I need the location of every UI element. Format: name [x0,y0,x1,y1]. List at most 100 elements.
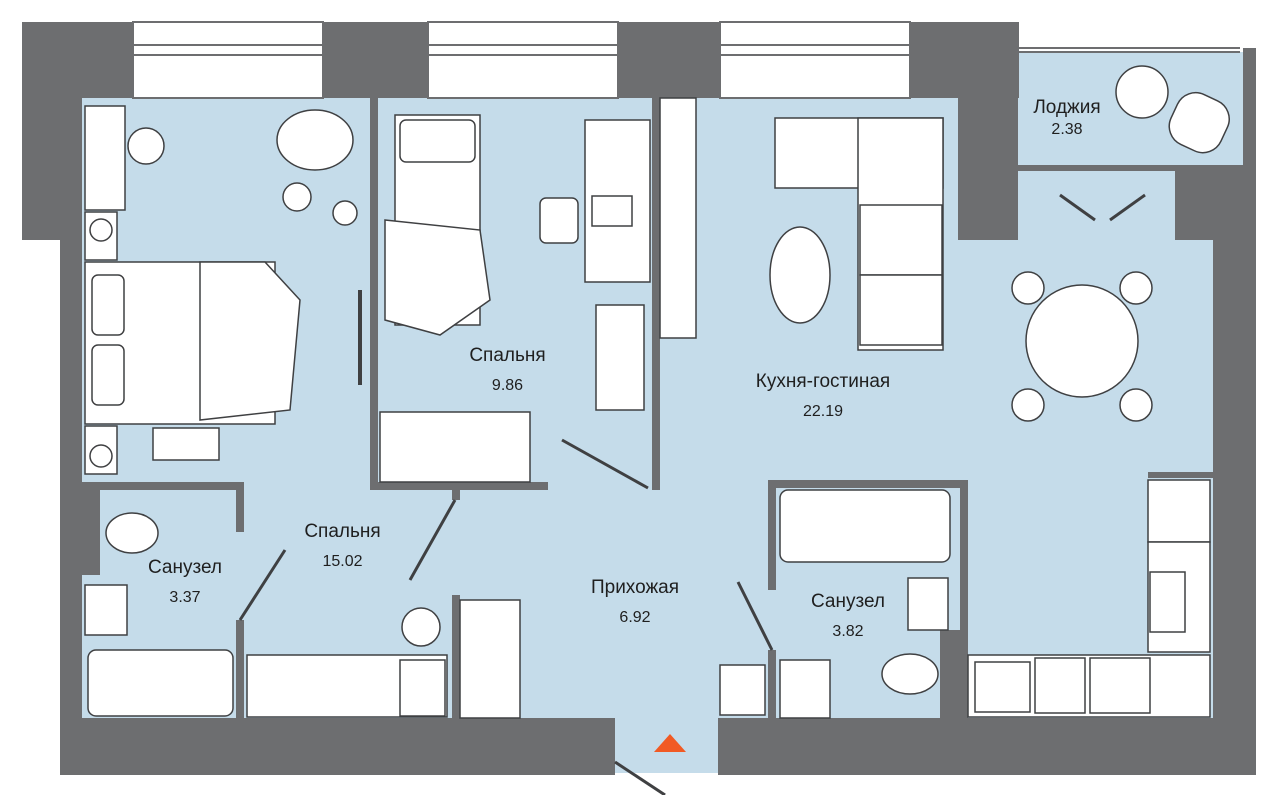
wall-closet-divider [452,595,460,720]
cabinet-1 [1034,657,1086,714]
room-label-kitchen-living: Кухня-гостиная 22.19 [728,370,918,422]
wall-bed-small-left [370,98,378,490]
room-name: Санузел [147,557,222,578]
single-bed-blanket [384,219,491,336]
dining-chair-2 [1119,271,1153,305]
door-loggia-2 [1109,193,1146,222]
blanket [199,261,301,421]
round-rug [401,607,441,647]
shoe-mat [719,664,766,716]
wall-bath-left-stub [82,490,100,575]
room-label-bathroom-left: Санузел 3.37 [125,556,245,608]
bookshelf [659,97,697,339]
room-area: 2.38 [1051,120,1083,138]
single-bed-pillow [399,119,476,163]
wall-pier-1 [322,22,429,98]
entrance-arrow-icon [654,734,686,752]
room-label-bathroom-right: Санузел 3.82 [788,590,908,642]
room-label-hallway: Прихожая 6.92 [565,576,705,628]
coffee-table [769,226,831,324]
wall-bath-right-top [768,480,968,488]
wall-loggia-left [958,22,1018,240]
wall-kitchen-shelf [1148,472,1213,478]
loggia-rail-bottom [1018,165,1243,171]
door-bedroom-large [408,499,457,581]
outer-wall-bottom-left [60,718,615,775]
pouf [127,127,165,165]
fridge [1147,479,1211,543]
washer-right [779,659,831,719]
room-label-bedroom-large: Спальня 15.02 [275,520,410,572]
wall-stub-hall [452,482,460,500]
window-1 [132,21,324,99]
window-3 [719,21,911,99]
washer [399,659,446,717]
stove [1149,571,1186,633]
room-label-bedroom-small: Спальня 9.86 [440,344,575,396]
dining-chair-4 [1119,388,1153,422]
sink-left [84,584,128,636]
sofa-seat-2 [859,274,943,346]
door-entrance [614,760,666,795]
room-name: Спальня [304,521,381,542]
desk-large [84,105,126,211]
outer-wall-bottom-right [718,718,1256,775]
lamp-1 [89,218,113,242]
walls [22,22,1256,775]
room-area: 9.86 [491,376,524,394]
trike-wheel-2 [332,200,358,226]
room-area: 3.37 [169,588,201,606]
room-area: 6.92 [619,608,651,626]
loggia-rail-right [1243,48,1256,173]
wardrobe-small [379,411,531,483]
pillow-1 [91,274,125,336]
wall-pier-2 [617,22,721,98]
doors [238,193,1146,795]
laptop [591,195,633,227]
wall-bed-small-right [652,98,660,490]
wall-bath-left-right-lower [236,620,244,720]
cabinet-2 [1089,657,1151,714]
trike-wheel-1 [282,182,312,212]
room-name: Спальня [469,345,546,366]
wall-bath-left-right [236,482,244,532]
outer-wall-left [22,22,82,240]
toilet-right [881,653,939,695]
chair-small [539,197,579,244]
bathtub-right [779,489,951,563]
shelf-small [595,304,645,411]
room-area: 15.02 [322,552,363,570]
loggia-chair [1168,91,1230,154]
door-bedroom-small [561,438,649,490]
lamp-2 [89,444,113,468]
sofa-seat-1 [859,204,943,276]
dining-chair-3 [1011,388,1045,422]
pillow-2 [91,344,125,406]
window-2 [427,21,619,99]
trike-body [276,109,354,171]
dining-chair-1 [1011,271,1045,305]
loggia-passage-floor [1018,170,1175,240]
dining-table [1025,284,1139,398]
wall-bath-right-right [960,480,968,630]
room-name: Санузел [810,591,885,612]
slippers [152,427,220,461]
sink-kitchen [974,661,1031,713]
door-bath-right [736,581,774,651]
room-label-loggia: Лоджия 2.38 [1012,96,1122,140]
wardrobe-hall-2 [459,599,521,719]
bathtub-left [87,649,234,717]
wall-bath-right-left [768,480,776,590]
room-name: Кухня-гостиная [755,371,891,392]
room-name: Прихожая [590,577,680,598]
outer-wall-right [1213,170,1256,775]
door-loggia-1 [1059,193,1096,222]
toilet-left [105,512,159,554]
outer-wall-left-lower [60,240,82,775]
room-area: 22.19 [802,402,844,420]
wall-loggia-right [1175,170,1213,240]
sink-right [907,577,949,631]
wall-bath-right-right-lower [940,630,968,720]
loggia-table [1115,65,1169,119]
